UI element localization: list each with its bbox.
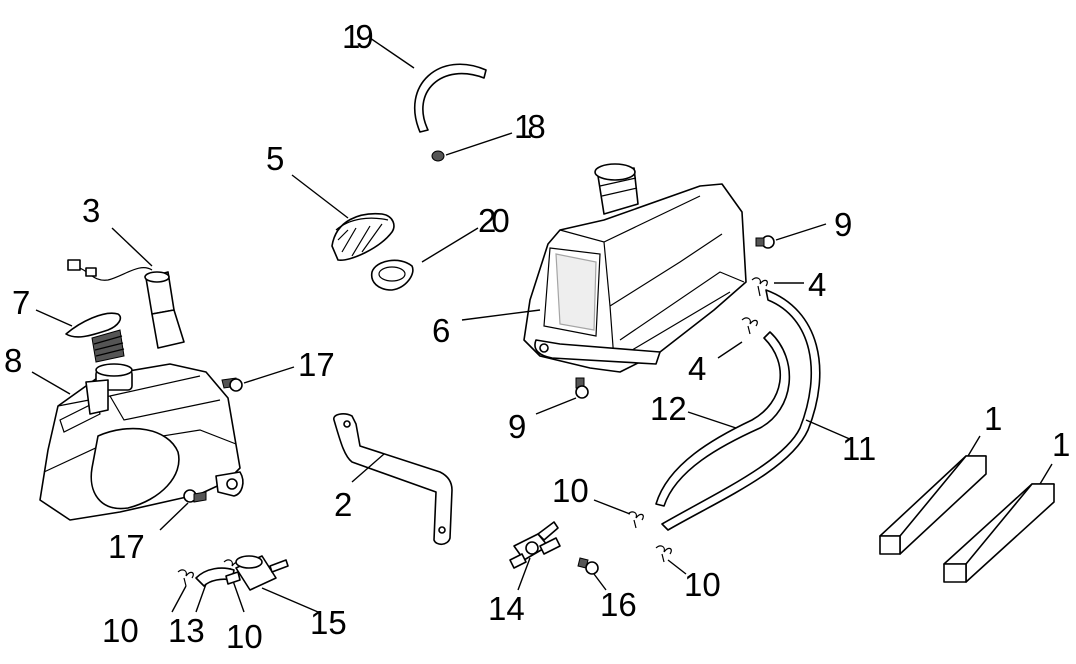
part-10-clamp-left <box>171 569 194 613</box>
leader-18 <box>445 132 513 156</box>
leader-7 <box>35 309 73 327</box>
leader-6 <box>461 309 541 321</box>
callout-16: 16 <box>600 586 637 623</box>
callout-14: 14 <box>488 590 525 627</box>
leader-12 <box>687 411 737 429</box>
part-5-filter-cap <box>291 174 395 261</box>
leader-10-middle <box>231 577 245 613</box>
leader-20 <box>421 227 479 263</box>
leader-8 <box>31 371 71 395</box>
leader-11 <box>805 419 853 441</box>
part-1-block-right <box>943 463 1055 583</box>
callout-10-upper: 10 <box>552 472 589 509</box>
leader-16 <box>593 573 607 591</box>
callout-1-right: 1 <box>1052 426 1070 463</box>
callout-10-lower-right: 10 <box>684 566 721 603</box>
callout-17-lower: 17 <box>108 528 145 565</box>
leader-17-upper <box>243 366 295 384</box>
callout-12: 12 <box>650 390 687 427</box>
callout-9-lower: 9 <box>508 408 526 445</box>
part-20-gasket <box>370 227 479 291</box>
leader-10-upper <box>593 499 631 515</box>
leader-4-lower <box>717 341 743 359</box>
part-9-bolt-upper <box>755 223 827 249</box>
callout-7: 7 <box>12 284 30 321</box>
part-16-screw <box>577 557 607 591</box>
part-14-fuel-cock <box>509 521 561 591</box>
part-17-bolt-lower <box>159 489 207 531</box>
leader-13 <box>195 583 207 613</box>
part-8-oil-tank <box>31 363 244 521</box>
part-9-bolt-lower <box>535 377 589 415</box>
part-10-clamp-lower-right <box>655 545 687 575</box>
part-7-cap-spring <box>35 309 125 363</box>
callout-6: 6 <box>432 312 450 349</box>
leader-10-lower-right <box>667 559 687 575</box>
callout-3: 3 <box>82 192 100 229</box>
part-6-fuel-tank <box>461 163 747 373</box>
part-4-clip-upper <box>751 277 804 297</box>
part-12-hose <box>655 331 791 507</box>
callout-4-upper: 4 <box>808 266 826 303</box>
leader-9-upper <box>775 223 827 241</box>
callout-15: 15 <box>310 604 347 641</box>
part-3-fuel-sensor <box>67 227 185 349</box>
part-18-nut <box>431 132 513 162</box>
callout-1-left: 1 <box>984 400 1002 437</box>
callout-20: 20 <box>478 202 509 239</box>
part-2-bracket <box>333 413 453 546</box>
leader-2 <box>351 453 385 483</box>
leader-5 <box>291 174 349 219</box>
callout-18: 18 <box>514 108 544 145</box>
leader-15 <box>261 587 319 613</box>
part-17-bolt-upper <box>221 366 295 392</box>
part-4-clip-lower <box>717 317 758 359</box>
callout-5: 5 <box>266 140 284 177</box>
leader-1-right <box>1039 463 1053 485</box>
callout-13: 13 <box>168 612 205 649</box>
part-19-ring-hose <box>369 37 487 133</box>
callout-19: 19 <box>342 18 372 55</box>
callout-11: 11 <box>842 430 876 467</box>
part-10-clamp-upper <box>593 499 644 529</box>
callout-10-middle: 10 <box>226 618 263 655</box>
leader-1-left <box>967 435 981 457</box>
leader-10-left <box>171 585 187 613</box>
callout-17-upper: 17 <box>298 346 335 383</box>
leader-19 <box>369 37 415 69</box>
callout-10-left: 10 <box>102 612 139 649</box>
part-11-hose <box>661 289 853 531</box>
leader-17-lower <box>159 502 189 531</box>
callout-2: 2 <box>334 486 352 523</box>
leader-3 <box>111 227 153 267</box>
callout-8: 8 <box>4 342 22 379</box>
callout-9-upper: 9 <box>834 206 852 243</box>
leader-14 <box>517 557 531 591</box>
part-1-block-left <box>879 435 987 555</box>
part-15-fuel-filter <box>225 555 319 613</box>
leader-9-lower <box>535 397 577 415</box>
callout-4-lower: 4 <box>688 350 706 387</box>
